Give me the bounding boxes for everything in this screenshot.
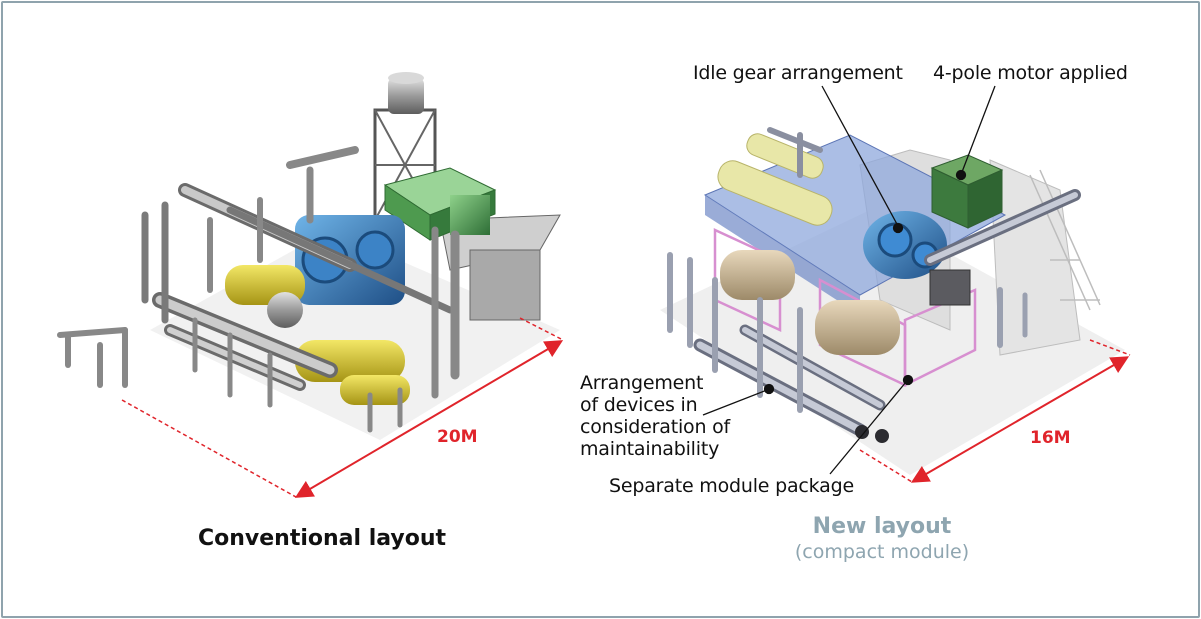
callout-arrangement-line2: of devices in <box>580 394 698 416</box>
new-pipes <box>667 127 1081 437</box>
conventional-plant <box>57 72 561 440</box>
conventional-dimension-label: 20M <box>437 427 478 447</box>
callout-motor: 4-pole motor applied <box>933 62 1128 84</box>
new-dimension <box>859 339 1131 483</box>
callout-arrangement-line3: consideration of <box>580 416 731 438</box>
conventional-caption: Conventional layout <box>198 526 447 551</box>
conventional-motor <box>383 167 497 241</box>
callout-leaders <box>702 85 996 475</box>
new-dimension-label: 16M <box>1030 428 1071 448</box>
new-layout-caption: New layout <box>812 514 952 539</box>
callout-arrangement-line1: Arrangement <box>580 372 704 394</box>
callout-separate-module: Separate module package <box>609 475 854 497</box>
new-motor <box>930 154 1004 229</box>
callout-idle-gear: Idle gear arrangement <box>693 62 903 84</box>
new-layout-subcaption: (compact module) <box>794 541 970 563</box>
conventional-dimension <box>121 317 564 498</box>
callout-arrangement-line4: maintainability <box>580 438 720 460</box>
new-layout-caption-block: New layout (compact module) <box>786 514 978 563</box>
new-idle-gear <box>863 211 947 279</box>
callout-arrangement: Arrangement of devices in consideration … <box>580 372 730 460</box>
